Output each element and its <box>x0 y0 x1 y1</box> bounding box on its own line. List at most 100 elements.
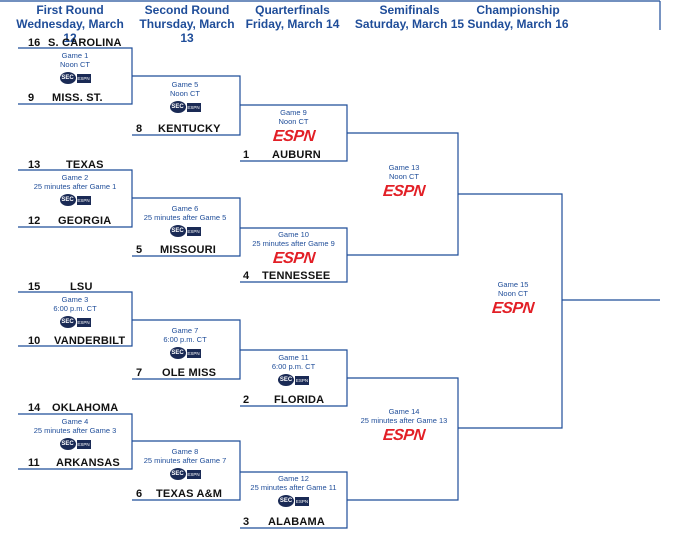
team-seed: 8 <box>136 123 143 135</box>
game-title: Game 14 <box>388 407 420 416</box>
team-seed: 9 <box>28 92 35 104</box>
espn-network-logo: ESPN <box>382 427 426 444</box>
team-name: ARKANSAS <box>56 457 120 469</box>
game-title: Game 7 <box>171 326 199 335</box>
second-round-bracket-2 <box>132 197 241 257</box>
championship-bracket <box>458 193 563 429</box>
game-15: Game 15 Noon CT ESPN <box>458 280 568 317</box>
team-seed: 15 <box>28 281 41 293</box>
game-time: 25 minutes after Game 1 <box>33 182 117 191</box>
team-seed: 4 <box>243 270 250 282</box>
round-name: Quarterfinals <box>255 3 330 17</box>
round-name: Championship <box>476 3 560 17</box>
team-name: MISS. ST. <box>52 92 103 104</box>
team-name: AUBURN <box>272 149 321 161</box>
team-seed: 5 <box>136 244 143 256</box>
game-14: Game 14 25 minutes after Game 13 ESPN <box>348 407 460 444</box>
game-title: Game 4 <box>61 417 89 426</box>
game-title: Game 13 <box>388 163 420 172</box>
team-name: VANDERBILT <box>54 335 126 347</box>
team-name: ALABAMA <box>268 516 326 528</box>
game-time: 6:00 p.m. CT <box>271 362 316 371</box>
team-seed: 12 <box>28 215 41 227</box>
team-seed: 11 <box>28 457 40 469</box>
semifinal-bracket-2 <box>347 377 459 501</box>
game-time: 25 minutes after Game 5 <box>143 213 227 222</box>
round-date: Thursday, March 13 <box>139 17 235 45</box>
game-title: Game 10 <box>278 230 309 239</box>
round-header-second: Second Round Thursday, March 13 <box>132 3 242 45</box>
game-10: Game 10 25 minutes after Game 9 ESPN <box>240 230 347 267</box>
team-name: OKLAHOMA <box>52 402 119 414</box>
espn-network-logo: ESPN <box>491 300 535 317</box>
round-date: Wednesday, March 12 <box>16 17 124 45</box>
game-time: Noon CT <box>278 117 309 126</box>
game-time: Noon CT <box>497 289 528 298</box>
round-date: Saturday, March 15 <box>354 17 465 31</box>
game-title: Game 2 <box>61 173 89 182</box>
team-seed: 6 <box>136 488 143 500</box>
game-title: Game 11 <box>278 353 309 362</box>
game-time: Noon CT <box>59 60 90 69</box>
espn-network-logo: ESPN <box>271 250 316 267</box>
game-title: Game 3 <box>61 295 89 304</box>
round-name: Semifinals <box>379 3 440 17</box>
first-round-bracket-3 <box>18 291 133 347</box>
game-time: 25 minutes after Game 13 <box>360 416 448 425</box>
round-date: Friday, March 14 <box>245 17 340 31</box>
team-name: KENTUCKY <box>158 123 221 135</box>
round-date: Sunday, March 16 <box>467 17 569 31</box>
round-header-first: First Round Wednesday, March 12 <box>10 3 130 45</box>
game-time: Noon CT <box>169 89 200 98</box>
game-time: 25 minutes after Game 3 <box>33 426 117 435</box>
team-seed: 7 <box>136 367 143 379</box>
game-time: 25 minutes after Game 9 <box>252 239 335 248</box>
team-name: TEXAS A&M <box>156 488 223 500</box>
team-seed: 14 <box>28 402 41 414</box>
team-seed: 3 <box>243 516 250 528</box>
game-time: 25 minutes after Game 7 <box>143 456 227 465</box>
team-seed: 1 <box>243 149 250 161</box>
team-name: TENNESSEE <box>262 270 331 282</box>
game-title: Game 5 <box>171 80 199 89</box>
espn-network-logo: ESPN <box>382 183 426 200</box>
game-time: 6:00 p.m. CT <box>53 304 97 313</box>
team-name: LSU <box>70 281 93 293</box>
game-time: 6:00 p.m. CT <box>163 335 207 344</box>
team-seed: 13 <box>28 159 41 171</box>
team-name: FLORIDA <box>274 394 325 406</box>
round-header-championship: Championship Sunday, March 16 <box>458 3 578 31</box>
game-time: Noon CT <box>388 172 419 181</box>
team-seed: 16 <box>28 37 41 49</box>
game-13: Game 13 Noon CT ESPN <box>348 163 460 200</box>
second-round-bracket-4 <box>132 440 241 501</box>
game-title: Game 9 <box>280 108 307 117</box>
team-name: TEXAS <box>66 159 104 171</box>
round-header-quarterfinals: Quarterfinals Friday, March 14 <box>240 3 345 31</box>
espn-network-logo: ESPN <box>271 128 316 145</box>
round-header-semifinals: Semifinals Saturday, March 15 <box>347 3 472 31</box>
team-name: GEORGIA <box>58 215 112 227</box>
game-title: Game 12 <box>278 474 309 483</box>
game-title: Game 15 <box>497 280 529 289</box>
team-seed: 2 <box>243 394 250 406</box>
team-name: MISSOURI <box>160 244 216 256</box>
game-time: 25 minutes after Game 11 <box>250 483 337 492</box>
